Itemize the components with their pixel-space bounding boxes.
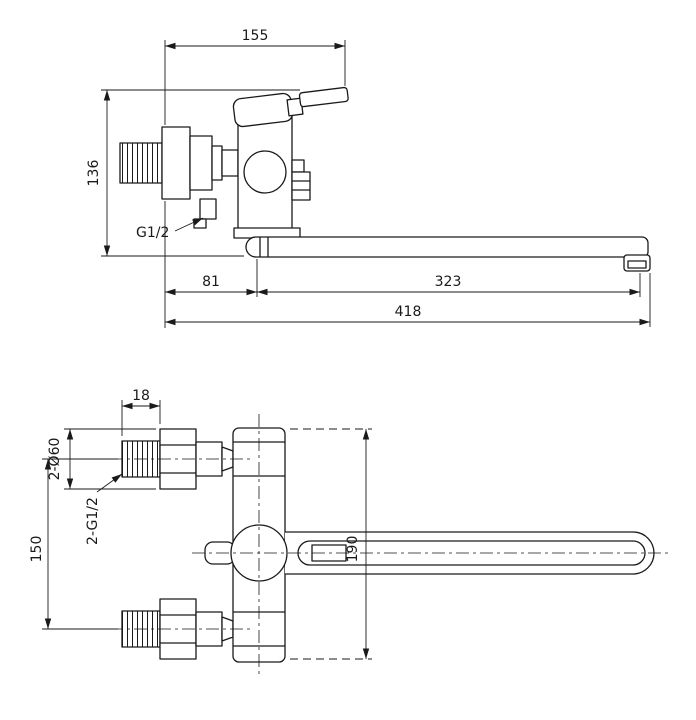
dim-323-label: 323 xyxy=(435,274,462,290)
shower-port xyxy=(291,171,311,201)
inlet-nut xyxy=(189,135,213,191)
shower-port-top xyxy=(291,159,305,173)
dim-418-label: 418 xyxy=(395,304,422,320)
check-valve xyxy=(199,198,217,220)
side-view: 155 136 G1/2 81 323 418 xyxy=(86,28,651,328)
thread-g12-label: G1/2 xyxy=(136,225,169,241)
inlet-thread xyxy=(119,142,163,184)
plan-view: 18 2-Ø60 2-G1/2 150 190 xyxy=(29,388,668,676)
dim-81-label: 81 xyxy=(202,274,220,290)
leader-line xyxy=(96,473,123,493)
lever-handle xyxy=(298,86,349,108)
plan-view-centerlines xyxy=(110,414,668,676)
dim-190-label: 190 xyxy=(345,536,361,563)
aerator xyxy=(627,260,647,269)
dim-150-label: 150 xyxy=(29,536,45,563)
plan-view-dimensions: 18 2-Ø60 2-G1/2 150 190 xyxy=(29,388,370,659)
check-valve-cap xyxy=(193,218,207,229)
diverter-cartridge xyxy=(243,150,287,194)
side-view-faucet xyxy=(119,86,651,272)
inlet-hex-flange xyxy=(161,126,191,200)
spout-tube xyxy=(245,236,649,258)
side-view-dimensions: 155 136 G1/2 81 323 418 xyxy=(86,28,651,328)
inlet-pipe xyxy=(221,149,239,177)
plan-view-faucet xyxy=(121,427,655,663)
dim-136-label: 136 xyxy=(86,160,102,187)
thread-2g12-label: 2-G1/2 xyxy=(85,497,101,545)
dim-155-label: 155 xyxy=(242,28,269,44)
dim-18-label: 18 xyxy=(132,388,150,404)
spout-plan-slot xyxy=(297,540,646,566)
leader-line xyxy=(174,217,204,232)
inlet-ring xyxy=(211,145,223,181)
